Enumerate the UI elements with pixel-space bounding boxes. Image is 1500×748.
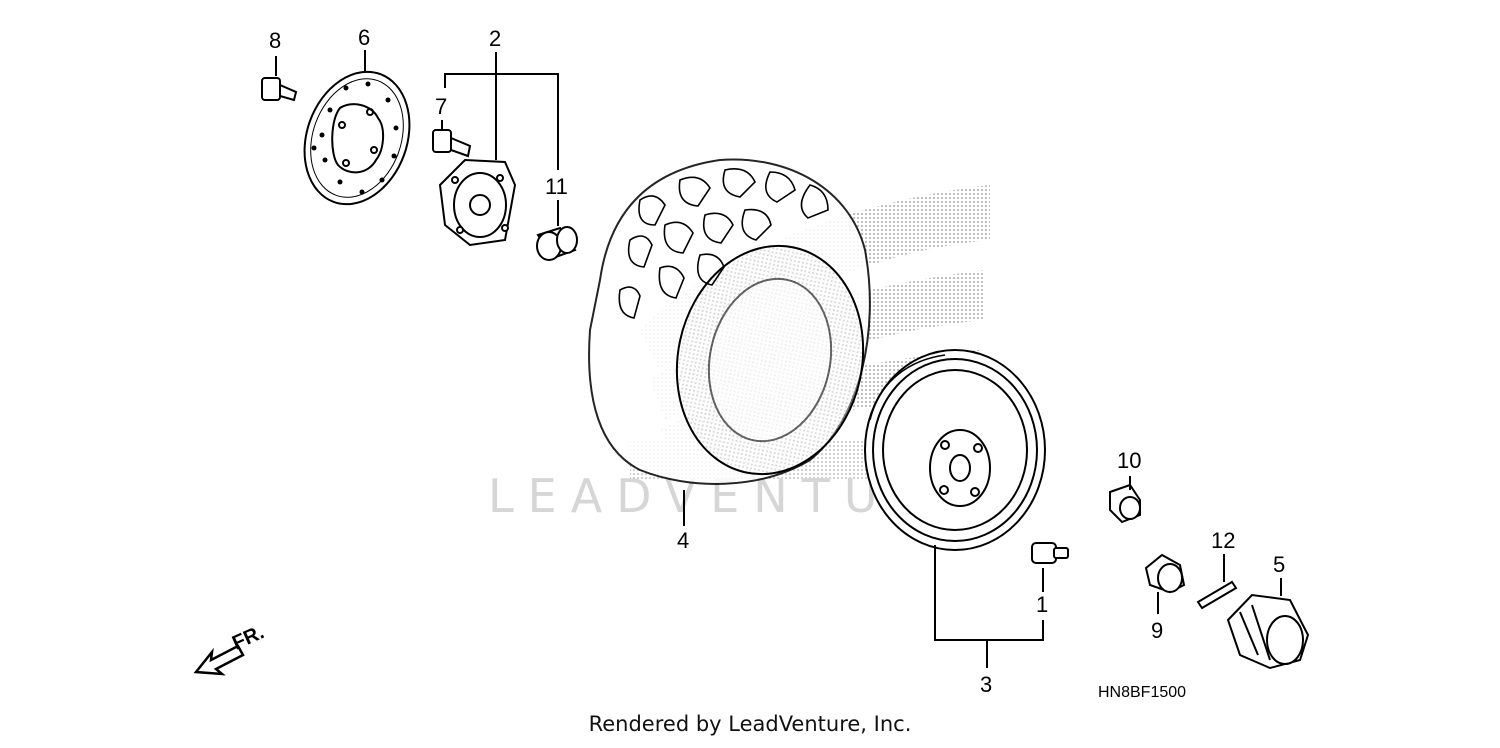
callout-12: 12 (1211, 528, 1235, 553)
diagram-code: HN8BF1500 (1098, 684, 1186, 701)
air-valve (1031, 542, 1069, 564)
wheel-hub (438, 158, 517, 247)
castle-nut (1144, 553, 1186, 594)
callout-4: 4 (677, 528, 689, 553)
callout-7: 7 (435, 94, 447, 119)
leader-lines (275, 50, 1282, 668)
callout-9: 9 (1151, 618, 1163, 643)
wheel-nut (1109, 483, 1141, 524)
cotter-pin (1196, 580, 1238, 610)
callout-11: 11 (545, 174, 568, 199)
callout-10: 10 (1117, 448, 1141, 473)
brake-disc (303, 70, 411, 206)
flange-bolt (261, 77, 298, 102)
front-direction-arrow: FR. (193, 621, 267, 676)
wheel-rim (864, 349, 1046, 551)
front-direction-label: FR. (229, 621, 267, 654)
callout-6: 6 (358, 25, 370, 50)
callout-1: 1 (1036, 592, 1048, 617)
tire (588, 158, 871, 485)
hub-cap (1226, 593, 1310, 670)
callout-3: 3 (980, 672, 992, 697)
callout-8: 8 (269, 28, 281, 53)
callout-5: 5 (1273, 552, 1285, 577)
render-credit: Rendered by LeadVenture, Inc. (588, 712, 912, 736)
hub-bolt (432, 129, 472, 158)
callout-2: 2 (489, 26, 501, 51)
distance-collar (536, 226, 578, 261)
